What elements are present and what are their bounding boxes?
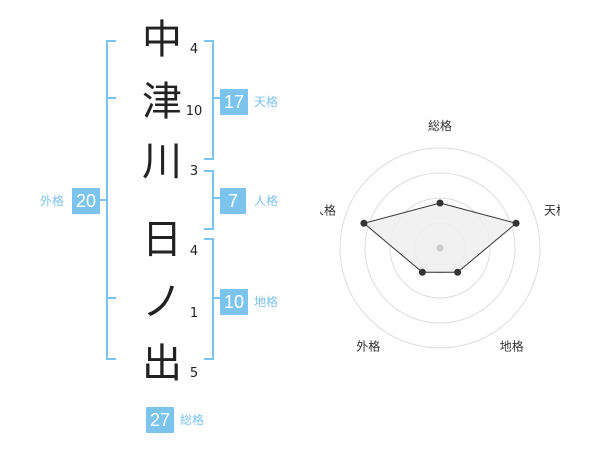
soukaku-score-badge: 27 — [146, 407, 174, 433]
tenkaku-score-badge: 17 — [220, 89, 248, 115]
name-char-6: 出 — [142, 341, 182, 387]
tenkaku-bracket-tick — [212, 97, 220, 99]
radar-axis-label-1: 総格 — [428, 118, 452, 133]
radar-ring-3 — [364, 172, 516, 324]
radar-axis-label-2: 天格 — [544, 202, 560, 217]
radar-point-5 — [360, 219, 368, 227]
radar-axis-label-3: 地格 — [500, 339, 524, 354]
chikaku-bracket — [204, 238, 214, 360]
radar-ring-4 — [339, 147, 541, 349]
name-char-1: 中 — [142, 17, 182, 63]
chikaku-bracket-tick — [212, 297, 220, 299]
name-char-5: ノ — [142, 279, 182, 325]
tenkaku-label: 天格 — [254, 95, 279, 109]
gaikaku-inner-tick-bottom — [106, 297, 116, 299]
jinkaku-score-badge: 7 — [220, 188, 246, 214]
jinkaku-label: 人格 — [254, 194, 279, 208]
name-char-3: 川 — [142, 139, 182, 185]
chikaku-score-badge: 10 — [220, 289, 248, 315]
stroke-count-1: 4 — [189, 42, 199, 57]
stroke-count-5: 1 — [189, 306, 199, 321]
radar-point-1 — [436, 199, 444, 207]
radar-polygon — [362, 202, 518, 273]
radar-point-4 — [418, 268, 426, 276]
radar-center-dot — [436, 244, 444, 252]
radar-ring-2 — [389, 197, 491, 299]
gaikaku-bracket-tick — [98, 199, 106, 201]
chikaku-label: 地格 — [254, 295, 279, 309]
jinkaku-bracket — [204, 170, 214, 230]
stroke-count-2: 10 — [185, 104, 203, 119]
gaikaku-inner-tick-top — [106, 97, 116, 99]
gaikaku-score-badge: 20 — [72, 188, 100, 214]
stroke-count-3: 3 — [189, 164, 199, 179]
stroke-count-4: 4 — [189, 244, 199, 259]
gaikaku-label: 外格 — [40, 194, 65, 208]
radar-axis-label-5: 人格 — [320, 202, 336, 217]
name-char-4: 日 — [142, 217, 182, 263]
tenkaku-bracket — [204, 40, 214, 160]
stroke-count-6: 5 — [189, 366, 199, 381]
radar-point-2 — [512, 219, 520, 227]
jinkaku-bracket-tick — [212, 197, 220, 199]
fortune-radar-chart: 総格天格地格 外格 人格 — [320, 118, 560, 354]
name-char-2: 津 — [142, 79, 182, 125]
soukaku-label: 総格 — [180, 413, 205, 427]
radar-axis-label-4: 外格 — [356, 339, 380, 354]
radar-point-3 — [454, 268, 462, 276]
gaikaku-bracket — [106, 40, 116, 360]
